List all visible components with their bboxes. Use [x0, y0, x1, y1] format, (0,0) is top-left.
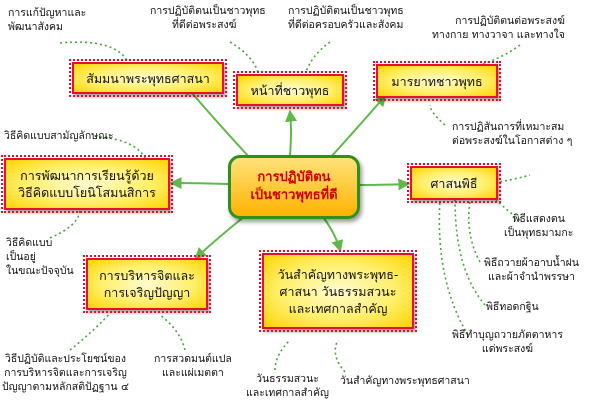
- note-robe: พิธีถวายผ้าอาบน้ำฝน และผ้าจำนำพรรษา: [484, 256, 579, 284]
- note-practice-line-3: ปัญญาตามหลักสติปัฏฐาน ๔: [2, 381, 129, 393]
- note-problem-line-2: พัฒนาสังคม: [8, 21, 63, 33]
- branch-ceremony: [353, 178, 411, 191]
- topic-mind: การบริหารจิตและ การเจริญปัญญา: [83, 255, 211, 313]
- note-robe-line-1: พิธีถวายผ้าอาบน้ำฝน: [484, 257, 579, 269]
- note-kathin-line-1: พิธีทอดกฐิน: [486, 301, 539, 313]
- note-ordination: พิธีแสดงตน เป็นพุทธมามกะ: [504, 212, 573, 240]
- note-chant-line-1: การสวดมนต์แปล: [154, 353, 232, 365]
- sub-samanya: [99, 136, 146, 159]
- note-robe-line-2: และผ้าจำนำพรรษา: [487, 271, 575, 283]
- note-problem-line-1: การแก้ปัญหาและ: [8, 7, 87, 19]
- sub-robe: [467, 199, 481, 263]
- topic-days: วันสำคัญทางพระพุทธ- ศาสนา วันธรรมสวนะ แล…: [259, 250, 417, 332]
- center-line-2: เป็นชาวพุทธที่ดี: [250, 188, 338, 203]
- note-monk-line-2: ที่ดีต่อพระสงฆ์: [172, 19, 237, 31]
- center-line-1: การปฏิบัติตน: [257, 170, 331, 185]
- topic-mind-line-1: การบริหารจิตและ: [99, 268, 195, 283]
- note-monk: การปฏิบัติตนเป็นชาวพุทธ ที่ดีต่อพระสงฆ์: [150, 4, 266, 32]
- note-practice-line-1: วิธีปฏิบัติและประโยชน์ของ: [4, 353, 126, 365]
- sub-chant: [159, 314, 186, 351]
- note-present: วิธีคิดแบบ เป็นอยู่ ในขณะปัจจุบัน: [6, 236, 74, 278]
- topic-learning: การพัฒนาการเรียนรู้ด้วย วิธีคิดแบบโยนิโส…: [1, 155, 173, 213]
- note-sabbath-line-1: วันธรรมสวนะ: [256, 373, 319, 385]
- sub-present: [49, 208, 81, 239]
- topic-manners: มารยาทชาวพุทธ: [373, 61, 501, 101]
- sub-kathin: [454, 199, 486, 306]
- note-body: การปฏิบัติตนต่อพระสงฆ์ ทางกาย ทางวาจา แล…: [432, 14, 565, 42]
- sub-practice: [69, 307, 116, 351]
- note-kathin: พิธีทอดกฐิน: [486, 300, 539, 314]
- note-chant-line-2: และแผ่เมตตา: [162, 367, 224, 379]
- note-monk-line-1: การปฏิบัติตนเป็นชาวพุทธ: [150, 5, 266, 17]
- topic-ceremony-label: ศาสนพิธี: [430, 175, 478, 191]
- topic-duty: หน้าที่ชาวพุทธ: [233, 71, 347, 109]
- sub-ceremony-link: [499, 174, 531, 183]
- note-sabbath-line-2: และเทศกาลสำคัญ: [246, 387, 329, 399]
- note-ordination-line-2: เป็นพุทธมามกะ: [504, 227, 574, 239]
- topic-manners-label: มารยาทชาวพุทธ: [391, 73, 483, 89]
- note-chant: การสวดมนต์แปล และแผ่เมตตา: [154, 352, 232, 380]
- note-present-line-2: เป็นอยู่: [6, 251, 36, 263]
- note-samanya-line-1: วิธีคิดแบบสามัญลักษณะ: [4, 130, 114, 142]
- sub-food: [438, 199, 469, 336]
- note-sabbath: วันธรรมสวนะ และเทศกาลสำคัญ: [246, 372, 329, 400]
- center-topic: การปฏิบัติตน เป็นชาวพุทธที่ดี: [228, 155, 360, 219]
- topic-learning-line-1: การพัฒนาการเรียนรู้ด้วย: [20, 168, 154, 183]
- topic-days-line-1: วันสำคัญทางพระพุทธ-: [277, 266, 399, 282]
- note-food-line-2: แด่พระสงฆ์: [481, 343, 534, 355]
- topic-ceremony: ศาสนพิธี: [407, 163, 501, 203]
- sub-monk: [229, 41, 259, 73]
- topic-days-line-2: ศาสนา วันธรรมสวนะ: [279, 283, 397, 299]
- note-problem: การแก้ปัญหาและ พัฒนาสังคม: [8, 6, 86, 34]
- note-practice: วิธีปฏิบัติและประโยชน์ของ การบริหารจิตแล…: [2, 352, 129, 394]
- branch-duty: [285, 109, 298, 156]
- topic-mind-line-2: การเจริญปัญญา: [103, 285, 191, 300]
- note-important-days-line-1: วันสำคัญทางพระพุทธศาสนา: [340, 375, 470, 387]
- topic-days-line-3: และเทศกาลสำคัญ: [288, 300, 388, 316]
- note-present-line-3: ในขณะปัจจุบัน: [6, 265, 74, 277]
- note-present-line-1: วิธีคิดแบบ: [6, 237, 53, 249]
- note-samanya: วิธีคิดแบบสามัญลักษณะ: [4, 129, 114, 143]
- note-ordination-line-1: พิธีแสดงตน: [512, 213, 565, 225]
- note-important-days: วันสำคัญทางพระพุทธศาสนา: [340, 374, 470, 388]
- note-talk-line-2: ต่อพระสงฆ์ในโอกาสต่าง ๆ: [452, 135, 573, 147]
- branch-manners: [329, 94, 387, 159]
- sub-sabbath: [274, 339, 291, 371]
- topic-learning-line-2: วิธีคิดแบบโยนิโสมนสิการ: [18, 185, 156, 200]
- branch-learning: [169, 177, 229, 190]
- topic-duty-label: หน้าที่ชาวพุทธ: [250, 82, 330, 98]
- topic-seminar-label: สัมมนาพระพุทธศาสนา: [86, 70, 210, 86]
- note-body-line-2: ทางกาย ทางวาจา และทางใจ: [432, 29, 565, 41]
- topic-seminar: สัมมนาพระพุทธศาสนา: [69, 59, 227, 97]
- note-food-line-1: พิธีทำบุญถวายภัตตาหาร: [452, 329, 563, 341]
- note-body-line-1: การปฏิบัติตนต่อพระสงฆ์: [455, 15, 565, 27]
- note-practice-line-2: การบริหารจิตและการเจริญ: [4, 367, 127, 379]
- note-talk: การปฏิสันถารที่เหมาะสม ต่อพระสงฆ์ในโอกาส…: [452, 120, 572, 148]
- sub-talk: [429, 104, 446, 126]
- sub-family: [305, 41, 331, 73]
- note-food: พิธีทำบุญถวายภัตตาหาร แด่พระสงฆ์: [452, 328, 563, 356]
- note-family-line-2: ที่ดีต่อครอบครัวและสังคม: [288, 19, 404, 31]
- sub-important: [334, 339, 346, 373]
- sub-problem: [59, 41, 129, 63]
- note-talk-line-1: การปฏิสันถารที่เหมาะสม: [452, 121, 565, 133]
- note-family: การปฏิบัติตนเป็นชาวพุทธ ที่ดีต่อครอบครัว…: [288, 4, 404, 32]
- note-family-line-1: การปฏิบัติตนเป็นชาวพุทธ: [288, 5, 404, 17]
